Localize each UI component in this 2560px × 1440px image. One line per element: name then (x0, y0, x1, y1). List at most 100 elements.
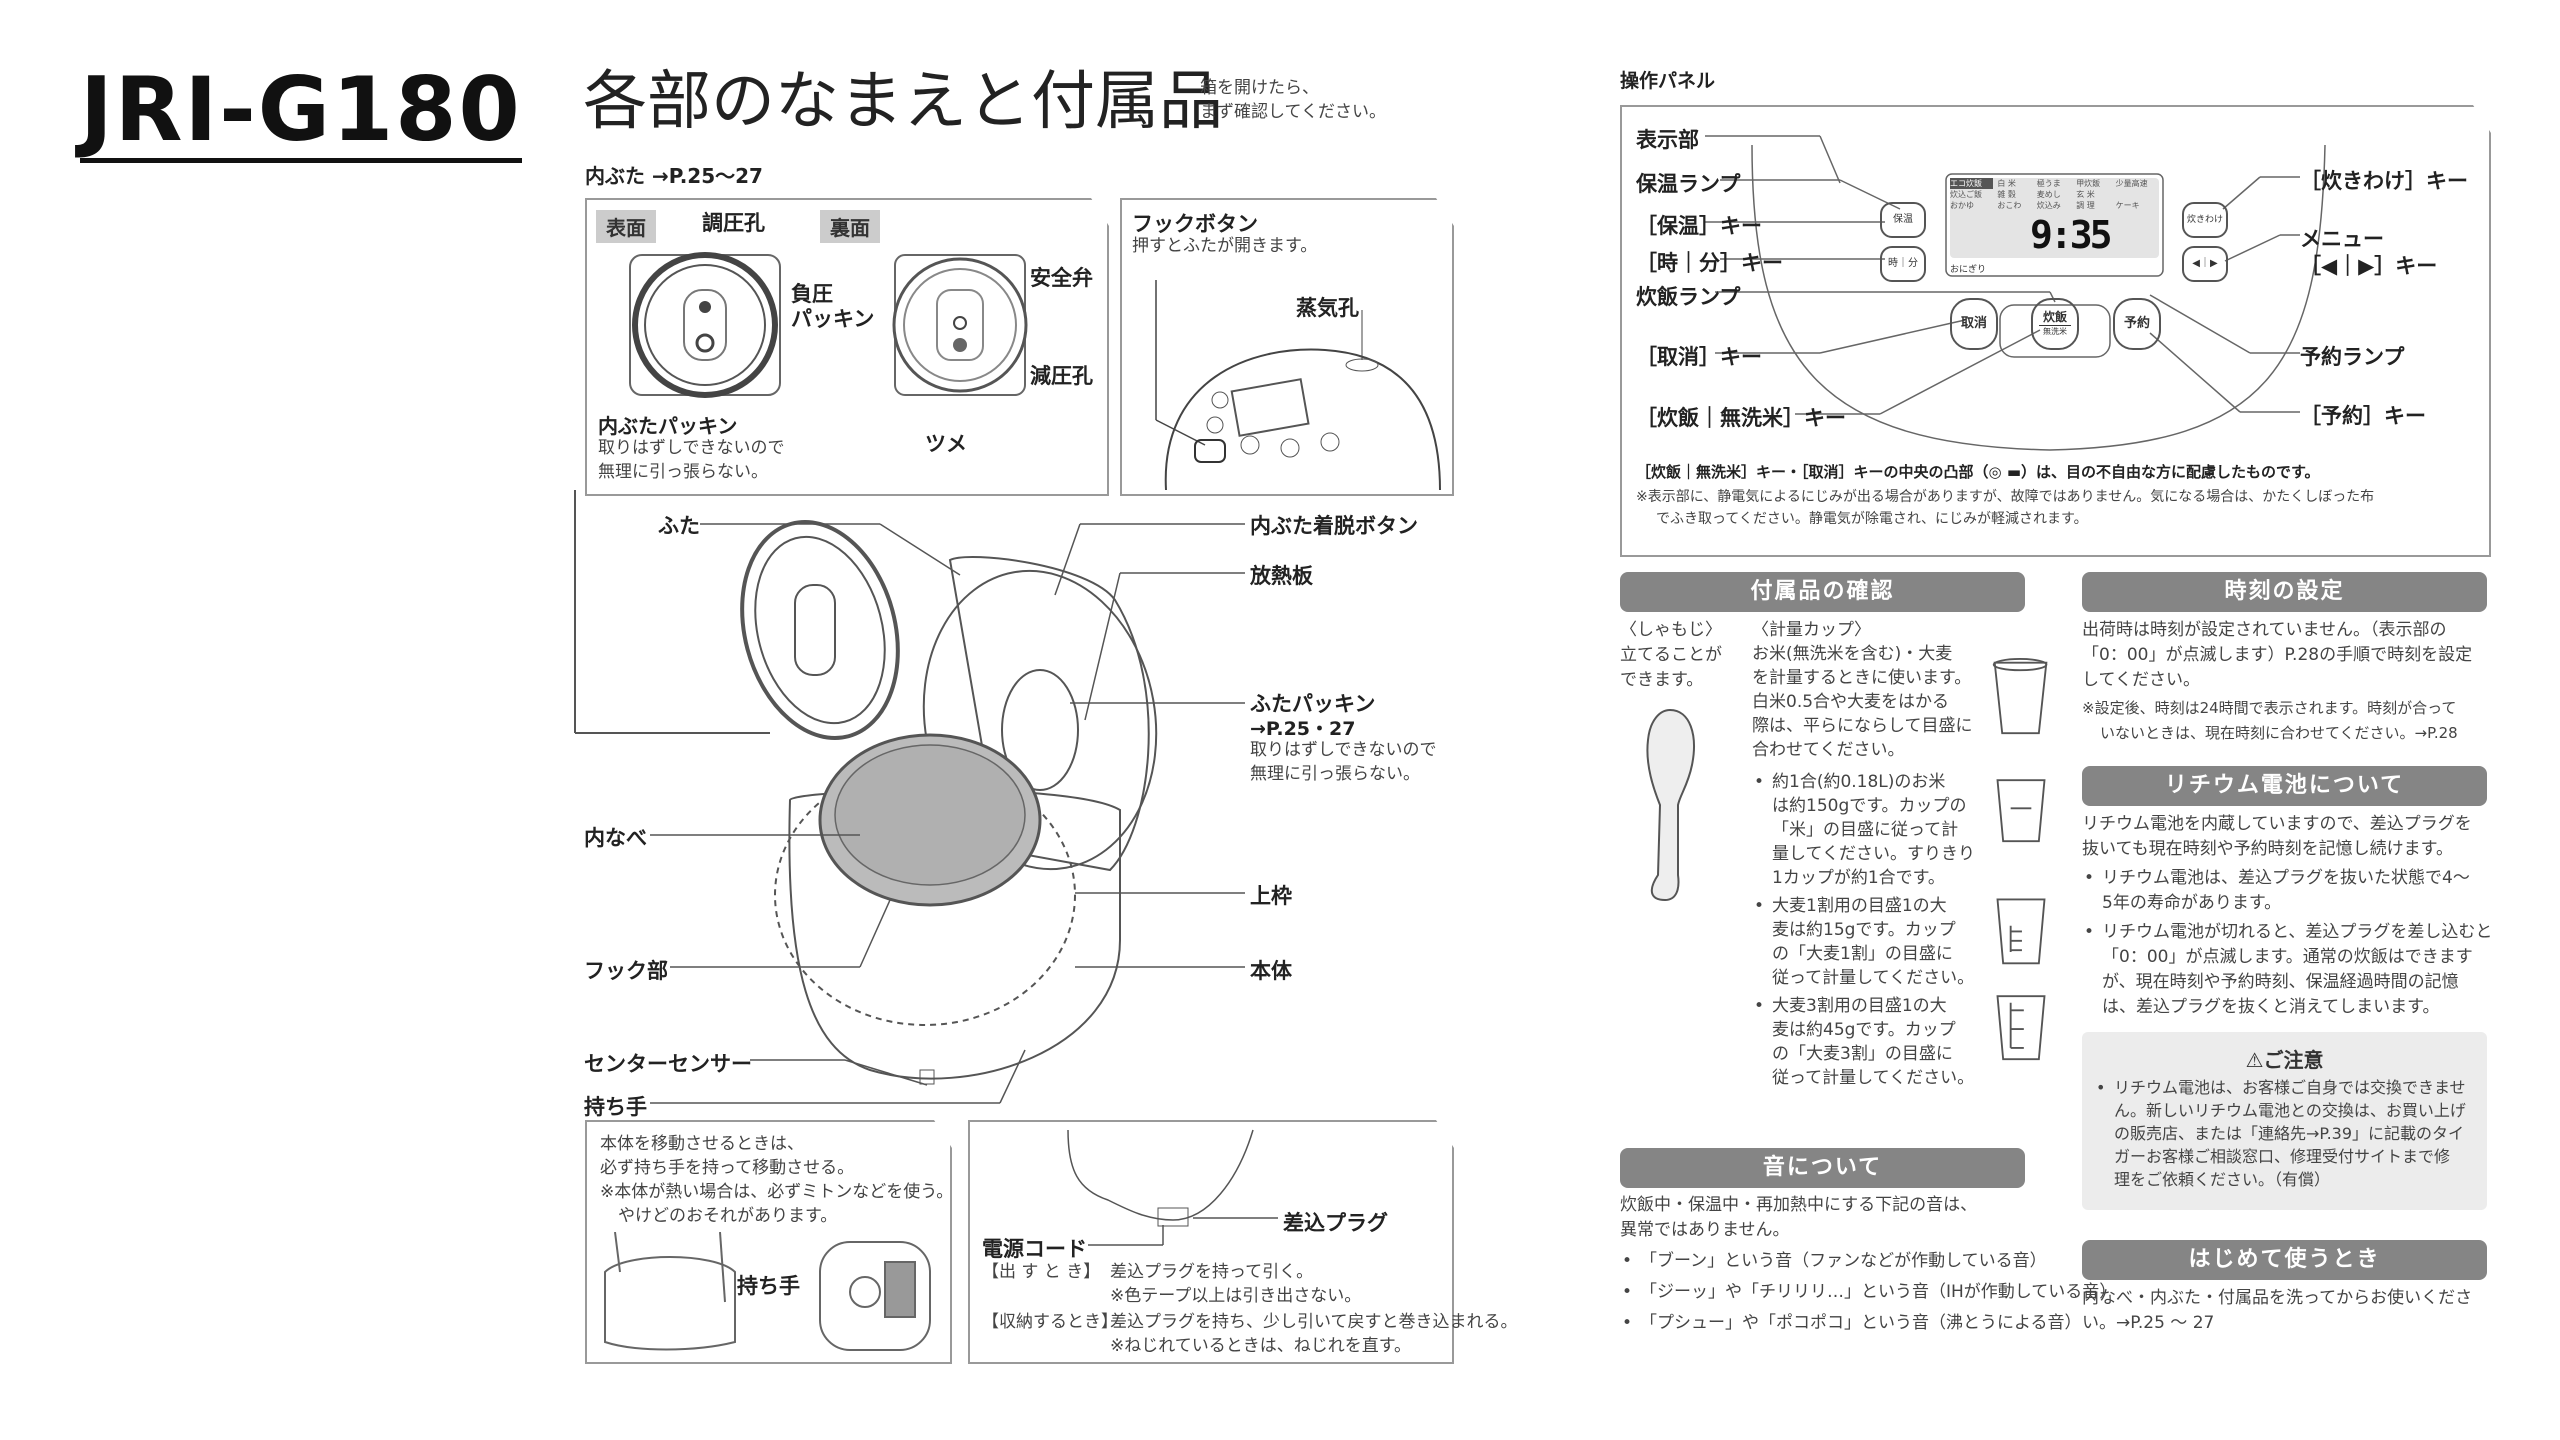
cord-out-tag: 【出 す と き】 (982, 1262, 1101, 1282)
front-tag: 表面 (596, 210, 656, 243)
battery-section: リチウム電池を内蔵していますので、差込プラグを 抜いても現在時刻や予約時刻を記憶… (2082, 812, 2492, 1020)
bullet-line: リチウム電池は、差込プラグを抜いた状態で4～ (2102, 868, 2470, 888)
upper-frame-label: 上枠 (1250, 884, 1292, 908)
clock-text-2: 「0：00」が点滅します）P.28の手順で時刻を設定 (2082, 645, 2473, 665)
bullet-line: 約1合(約0.18L)のお米 (1772, 772, 1946, 792)
sound-text-1: 炊飯中・保温中・再加熱中にする下記の音は、 (1620, 1195, 1978, 1215)
clock-note-1: ※設定後、時刻は24時間で表示されます。時刻が合って (2082, 699, 2457, 717)
shamoji-text-1: 立てることが (1620, 645, 1722, 665)
cup-text-2: を計量するときに使います。 (1752, 668, 1972, 688)
pressure-hole-label: 調圧孔 (702, 211, 765, 235)
display-menu-item: 炊込ご飯 (1950, 190, 1982, 199)
panel-label-keep-warm-lamp: 保温ランプ (1636, 172, 1741, 196)
caution-line: の販売店、または「連絡先→P.39」に記載のタイ (2114, 1124, 2465, 1143)
clock-section: 出荷時は時刻が設定されていません。（表示部の 「0：00」が点滅します）P.28… (2082, 618, 2472, 746)
heading-note-1: 箱を開けたら、 (1200, 78, 1319, 98)
display-menu-item: ケーキ (2115, 201, 2140, 210)
cook-key-label: 炊飯 (2039, 308, 2071, 326)
display-screen: エコ炊飯 白 米 極うま 甲炊飯 少量高速 炊込ご飯 雑 穀 麦めし 玄 米 お… (1950, 178, 2159, 211)
bullet-line: 大麦3割用の目盛1の大 (1772, 996, 1947, 1016)
inner-lid-packing-label: 内ぶたパッキン (598, 414, 738, 438)
display-menu-item: エコ炊飯 (1950, 178, 1994, 189)
panel-label-menu-select-key: ［炊きわけ］キー (2300, 169, 2468, 193)
cord-illustration (1067, 1129, 1278, 1246)
panel-label-hour-min-key: ［時｜分］キー (1636, 251, 1783, 275)
battery-bullet: リチウム電池は、差込プラグを抜いた状態で4～ 5年の寿命があります。 (2082, 866, 2492, 916)
display-bottom-text: おにぎり (1950, 265, 1987, 275)
model-title: JRI-G180 (80, 58, 522, 163)
accessories-header: 付属品の確認 (1620, 572, 2025, 612)
cord-in-text: 差込プラグを持ち、少し引いて戻すと巻き込まれる。 (1110, 1312, 1518, 1332)
claw-label: ツメ (925, 432, 967, 456)
inner-lid-button-label: 内ぶた着脱ボタン (1250, 514, 1418, 538)
hook-button-label: フックボタン (1132, 212, 1258, 236)
display-menu-item (2116, 189, 2159, 200)
sound-bullet: 「ジーッ」や「チリリリ…」という音（IHが作動している音） (1620, 1280, 2116, 1305)
lid-label: ふた (658, 514, 700, 538)
timer-key[interactable]: 予約 (2113, 298, 2161, 350)
menu-select-key[interactable]: 炊きわけ (2182, 202, 2228, 238)
keep-warm-key[interactable]: 保温 (1880, 202, 1926, 238)
first-use-section: 内なべ・内ぶた・付属品を洗ってからお使いくださ い。→P.25 ～ 27 (2082, 1286, 2472, 1336)
bullet-line: 従って計量してください。 (1772, 968, 1975, 988)
cord-out-note: ※色テープ以上は引き出さない。 (1110, 1286, 1362, 1306)
shamoji-title: 〈しゃもじ〉 (1620, 620, 1722, 640)
bullet-line: は約150gです。カップの (1772, 796, 1967, 816)
power-cord-label: 電源コード (982, 1237, 1087, 1261)
handle-line-4: やけどのおそれがあります。 (618, 1206, 838, 1226)
cord-in-note: ※ねじれているときは、ねじれを直す。 (1110, 1336, 1412, 1356)
bullet-line: 麦は約45gです。カップ (1772, 1020, 1956, 1040)
first-use-header: はじめて使うとき (2082, 1240, 2487, 1280)
battery-text-1: リチウム電池を内蔵していますので、差込プラグを (2082, 814, 2472, 834)
shamoji-icon (1646, 708, 1695, 902)
menu-arrow-key[interactable]: ◀｜▶ (2182, 246, 2228, 282)
battery-bullet: リチウム電池が切れると、差込プラグを差し込むと 「0：00」が点滅します。通常の… (2082, 920, 2492, 1020)
cancel-key[interactable]: 取消 (1950, 298, 1998, 350)
clock-note-2: いないときは、現在時刻に合わせてください。→P.28 (2100, 724, 2458, 742)
panel-note-bold: ［炊飯｜無洗米］キー・［取消］キーの中央の凸部（◎ ▬）は、目の不自由な方に配慮… (1636, 463, 2320, 481)
lid-packing-label: ふたパッキン (1250, 692, 1376, 716)
handle-line-1: 本体を移動させるときは、 (600, 1134, 804, 1154)
plug-label: 差込プラグ (1283, 1211, 1388, 1235)
clock-text-1: 出荷時は時刻が設定されていません。（表示部の (2082, 620, 2447, 640)
panel-illustration (1705, 135, 2326, 451)
inner-lid-back-illustration (892, 254, 1028, 396)
display-menu-item: おこわ (1997, 201, 2022, 210)
cord-box (968, 1120, 1454, 1364)
cup-section: 〈計量カップ〉 お米(無洗米を含む)・大麦 を計量するときに使います。 白米0.… (1752, 618, 1975, 1090)
lid-packing-ref: →P.25・27 (1250, 718, 1356, 740)
handle-label: 持ち手 (584, 1095, 647, 1119)
cook-key[interactable]: 炊飯 無洗米 (2031, 298, 2079, 350)
handle-box-label: 持ち手 (737, 1270, 800, 1300)
panel-label-timer-lamp: 予約ランプ (2300, 345, 2405, 369)
relief-hole-label: 減圧孔 (1030, 364, 1093, 388)
cup-bullet-rice: 約1合(約0.18L)のお米 は約150gです。カップの 「米」の目盛に従って計… (1752, 770, 1975, 890)
cord-out-text: 差込プラグを持って引く。 (1110, 1262, 1314, 1282)
caution-line: ん。新しいリチウム電池との交換は、お買い上げ (2114, 1101, 2466, 1120)
display-menu-item: 調 理 (2076, 201, 2095, 210)
negative-packing-label-1: 負圧 (791, 282, 833, 306)
panel-note-2: でふき取ってください。静電気が除電され、にじみが軽減されます。 (1656, 511, 2088, 527)
bullet-line: は、差込プラグを抜くと消えてしまいます。 (2102, 997, 2440, 1017)
caution-line: 理をご依頼ください。（有償） (2114, 1170, 2331, 1189)
bullet-line: 1カップが約1合です。 (1772, 868, 1945, 888)
inner-lid-title: 内ぶた →P.25～27 (585, 164, 763, 188)
battery-text-2: 抜いても現在時刻や予約時刻を記憶し続けます。 (2082, 839, 2453, 859)
hook-button-note: 押すとふたが開きます。 (1132, 236, 1318, 256)
handle-line-2: 必ず持ち手を持って移動させる。 (600, 1158, 855, 1178)
sound-header: 音について (1620, 1148, 2025, 1188)
clock-text-3: してください。 (2082, 670, 2200, 690)
sound-bullet: 「ブーン」という音（ファンなどが作動している音） (1620, 1249, 2116, 1274)
panel-label-timer-key: ［予約］キー (2300, 404, 2426, 428)
display-menu-item: 甲炊飯 (2076, 179, 2101, 188)
panel-note-1: ※表示部に、静電気によるにじみが出る場合がありますが、故障ではありません。気にな… (1636, 489, 2375, 505)
bullet-line: 麦は約15gです。カップ (1772, 920, 1956, 940)
handle-line-3: ※本体が熱い場合は、必ずミトンなどを使う。 (600, 1182, 954, 1202)
rice-cooker-illustration (574, 490, 1245, 1104)
hour-min-key[interactable]: 時｜分 (1880, 246, 1926, 282)
cooker-top-illustration (1155, 280, 1441, 490)
bullet-line: 5年の寿命があります。 (2102, 893, 2282, 913)
lid-packing-note-2: 無理に引っ張らない。 (1250, 764, 1420, 784)
cup-bullet-barley-30: 大麦3割用の目盛1の大 麦は約45gです。カップ の「大麦3割」の目盛に 従って… (1752, 994, 1975, 1090)
display-menu-item: 少量高速 (2115, 179, 2148, 188)
